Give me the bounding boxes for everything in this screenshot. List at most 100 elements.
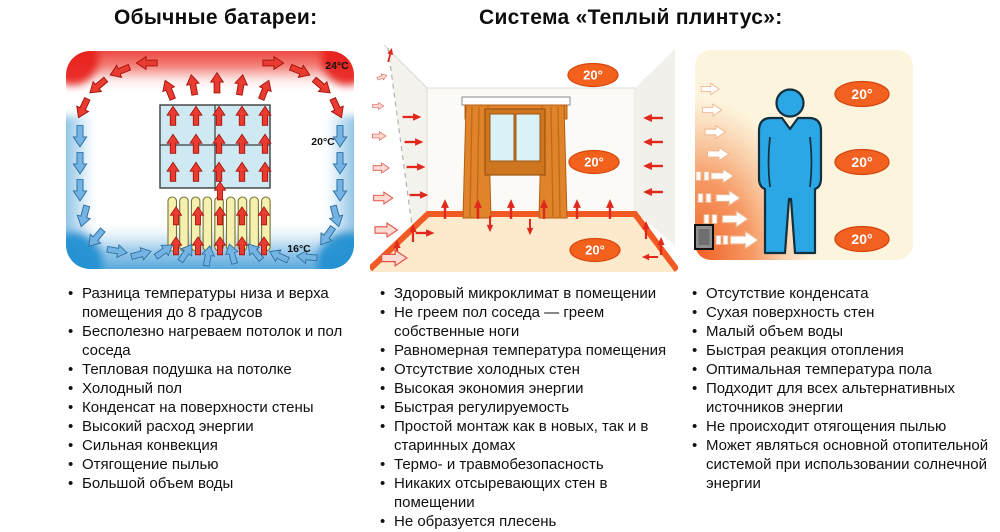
list-item-text: Быстрая регулируемость — [394, 399, 570, 416]
cornice — [461, 96, 571, 106]
list-item: •Отсутствие конденсата — [692, 284, 995, 303]
list-item-text: Отсутствие холодных стен — [394, 361, 580, 378]
list-item: • Большой объем воды — [68, 474, 373, 493]
list-item-text: Тепловая подушка на потолке — [82, 361, 292, 378]
list-item-text: Отягощение пылью — [82, 456, 219, 473]
list-item-text: Конденсат на поверхности стены — [82, 399, 314, 416]
bullet-glyph: • — [380, 399, 386, 416]
warm-air-arrows — [695, 83, 759, 250]
window — [159, 104, 271, 189]
list-item: • Малый объем воды — [692, 322, 995, 341]
warm-plinth-person-diagram: 20° 20° 20° — [694, 50, 913, 260]
list-item: •Разница температуры низа и верха помеще… — [68, 284, 373, 322]
bullet-glyph: • — [692, 304, 698, 321]
plinth-pros-list-2: •Отсутствие конденсата • Сухая поверхност… — [692, 284, 995, 493]
temp-badge — [569, 237, 621, 263]
list-item-text: Малый объем воды — [706, 323, 844, 340]
list-item: • Быстрая регулируемость — [380, 398, 680, 417]
list-item-text: Сухая поверхность стен — [706, 304, 875, 321]
bullet-glyph: • — [380, 380, 386, 397]
bullet-glyph: • — [380, 361, 386, 378]
bullet-glyph: • — [68, 475, 74, 492]
list-item: • Сильная конвекция — [68, 436, 373, 455]
bullet-glyph: • — [692, 361, 698, 378]
bullet-glyph: • — [692, 323, 698, 340]
bullet-glyph: • — [68, 399, 74, 416]
bullet-glyph: • — [380, 285, 386, 302]
list-item-text: Бесполезно нагреваем потолок и пол сосед… — [82, 323, 343, 359]
list-item: • Тепловая подушка на потолке — [68, 360, 373, 379]
bullet-glyph: • — [380, 342, 386, 359]
list-item: •Быстрая реакция отопления — [692, 341, 995, 360]
temp-badge — [834, 148, 890, 176]
list-item-text: Простой монтаж как в новых, так и в стар… — [394, 418, 649, 454]
window-pane — [515, 113, 541, 162]
plinth-heater-module — [694, 224, 714, 250]
bullet-glyph: • — [692, 418, 698, 435]
list-item: • Холодный пол — [68, 379, 373, 398]
temp-badge-label: 20° — [851, 86, 872, 102]
list-item: • Высокий расход энергии — [68, 417, 373, 436]
warm-plinth-room-diagram: 20° 20° 20° — [370, 45, 678, 272]
bullet-glyph: • — [68, 418, 74, 435]
temp-badge-label: 20° — [584, 155, 604, 170]
bullet-glyph: • — [68, 456, 74, 473]
list-item: • Оптимальная температура пола — [692, 360, 995, 379]
list-item: • Бесполезно нагреваем потолок и пол сосе… — [68, 322, 373, 360]
temp-badge-label: 20° — [585, 243, 605, 258]
temperature-labels: 24°C 20°C 16°C — [287, 60, 349, 255]
temp-badge-label: 20° — [851, 231, 872, 247]
list-item-text: Никаких отсыревающих стен в помещении — [394, 475, 608, 511]
bullet-glyph: • — [692, 437, 698, 454]
bullet-glyph: • — [380, 475, 386, 492]
list-item: •Подходит для всех альтернативных источн… — [692, 379, 995, 417]
person-figure — [757, 88, 823, 255]
bullet-glyph: • — [68, 361, 74, 378]
list-item-text: Не происходит отягощения пылью — [706, 418, 947, 435]
bullet-glyph: • — [68, 285, 74, 302]
list-item: • Простой монтаж как в новых, так и в ста… — [380, 417, 680, 455]
list-item-text: Сильная конвекция — [82, 437, 218, 454]
list-item-text: Здоровый микроклимат в помещении — [394, 285, 657, 302]
list-item: • Не происходит отягощения пылью — [692, 417, 995, 436]
list-item: • Равномерная температура помещения — [380, 341, 680, 360]
temp-top-label: 24°C — [325, 60, 349, 72]
list-item: • Отсутствие холодных стен — [380, 360, 680, 379]
temp-badge — [568, 149, 620, 175]
bullet-glyph: • — [380, 513, 386, 530]
list-item: •Термо- и травмобезопасность — [380, 455, 680, 474]
list-item-text: Равномерная температура помещения — [394, 342, 667, 359]
window-with-curtains — [461, 96, 571, 219]
list-item-text: Высокий расход энергии — [82, 418, 254, 435]
list-item-text: Может являться основной отопительной сис… — [706, 437, 989, 492]
temperature-badges: 20° 20° 20° — [567, 62, 621, 263]
bullet-glyph: • — [68, 380, 74, 397]
bullet-glyph: • — [380, 418, 386, 435]
plinth-pros-list-1: •Здоровый микроклимат в помещении •Не гр… — [380, 284, 680, 531]
bullet-glyph: • — [380, 304, 386, 321]
list-item: • Сухая поверхность стен — [692, 303, 995, 322]
bullet-glyph: • — [68, 323, 74, 340]
list-item: • Может являться основной отопительной си… — [692, 436, 995, 493]
list-item-text: Не образуется плесень — [394, 513, 557, 530]
left-section-title: Обычные батареи: — [114, 6, 318, 29]
list-item-text: Холодный пол — [82, 380, 183, 397]
temp-badge — [567, 62, 619, 88]
bullet-glyph: • — [692, 342, 698, 359]
list-item: • Высокая экономия энергии — [380, 379, 680, 398]
bullet-glyph: • — [68, 437, 74, 454]
radiator-room-diagram: 24°C 20°C 16°C — [66, 51, 354, 269]
list-item: • Никаких отсыревающих стен в помещении — [380, 474, 680, 512]
temp-badge-label: 20° — [851, 154, 872, 170]
list-item: • Здоровый микроклимат в помещении — [380, 284, 680, 303]
temperature-badges: 20° 20° 20° — [834, 80, 890, 253]
list-item-text: Оптимальная температура пола — [706, 361, 932, 378]
list-item: • Отягощение пылью — [68, 455, 373, 474]
temp-bottom-label: 16°C — [287, 243, 311, 255]
list-item-text: Подходит для всех альтернативных источни… — [706, 380, 956, 416]
bullet-glyph: • — [380, 456, 386, 473]
window-pane — [489, 113, 515, 162]
list-item-text: Большой объем воды — [82, 475, 234, 492]
list-item-text: Высокая экономия энергии — [394, 380, 584, 397]
